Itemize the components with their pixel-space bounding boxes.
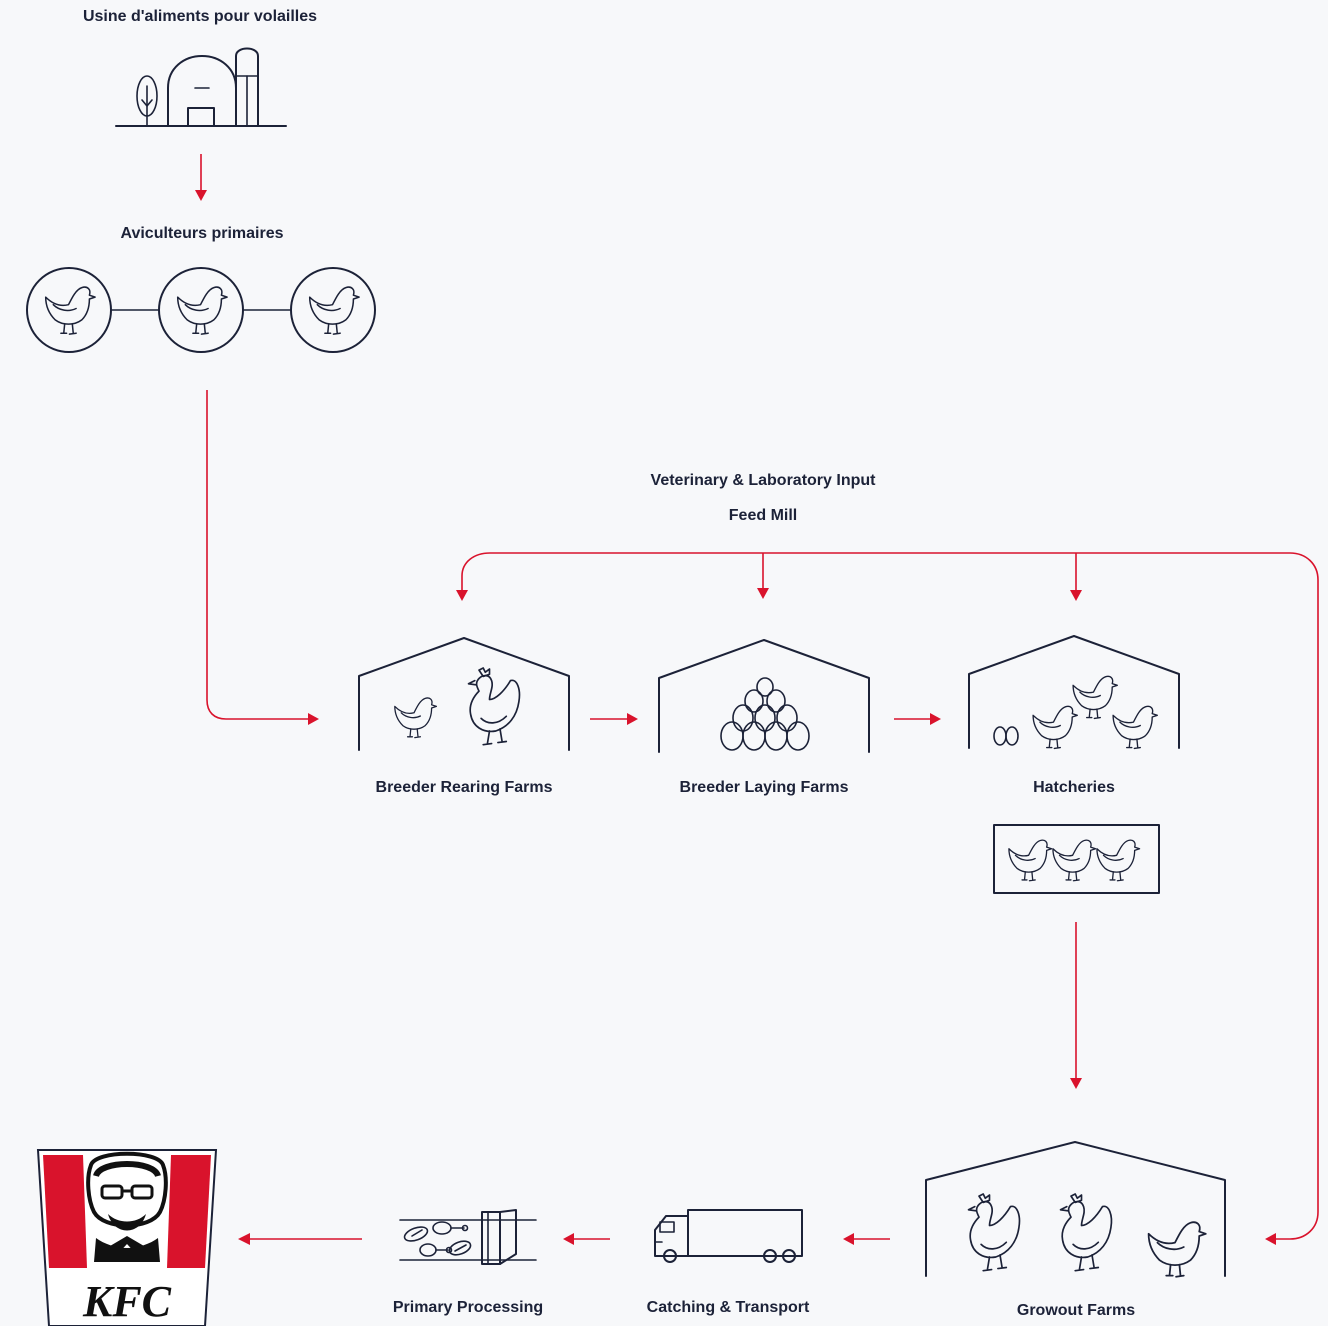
breeder-rearing-barn <box>358 637 570 751</box>
breeder-circle <box>290 267 376 353</box>
chicken-icon <box>1096 839 1141 882</box>
feed-mill-building-icon <box>115 47 287 127</box>
vet-input-label: Veterinary & Laboratory Input <box>650 472 876 489</box>
primary-breeders-label: Aviculteurs primaires <box>120 225 284 242</box>
rooster-icon <box>1059 1193 1113 1272</box>
breeder-laying-label: Breeder Laying Farms <box>679 779 849 796</box>
primary-processing-label: Primary Processing <box>392 1299 544 1316</box>
connector-lines <box>195 154 1319 1245</box>
chicken-icon <box>308 286 360 335</box>
egg-icon <box>720 677 810 751</box>
kfc-logo-text: KFC <box>82 1277 172 1326</box>
breeder-laying-barn <box>658 639 870 753</box>
growout-label: Growout Farms <box>1016 1302 1136 1319</box>
catching-transport-label: Catching & Transport <box>646 1299 810 1316</box>
chicken-icon <box>1052 839 1097 882</box>
chicken-icon <box>1008 839 1053 882</box>
primary-breeders-group <box>26 267 376 353</box>
chicken-icon <box>1072 675 1118 720</box>
egg-icon <box>1005 726 1019 746</box>
processing-conveyor-icon <box>399 1209 537 1265</box>
breeder-circle <box>26 267 112 353</box>
chick-crate-icon <box>993 824 1160 894</box>
chicken-icon <box>1032 705 1078 750</box>
rooster-icon <box>467 667 521 746</box>
breeder-rearing-label: Breeder Rearing Farms <box>375 779 553 796</box>
hatcheries-label: Hatcheries <box>1033 779 1115 796</box>
feed-plant-label: Usine d'aliments pour volailles <box>82 8 318 25</box>
chicken-icon <box>1112 705 1158 750</box>
truck-icon <box>654 1209 803 1263</box>
feed-mill-label: Feed Mill <box>728 507 798 524</box>
hatchery-barn <box>968 635 1180 750</box>
chicken-icon <box>394 697 438 739</box>
chicken-icon <box>1147 1221 1207 1278</box>
breeder-circle <box>158 267 244 353</box>
egg-icon <box>993 726 1007 746</box>
growout-barn <box>925 1141 1226 1278</box>
chicken-icon <box>176 286 228 335</box>
chicken-icon <box>44 286 96 335</box>
rooster-icon <box>967 1193 1021 1272</box>
kfc-logo <box>36 1149 218 1326</box>
